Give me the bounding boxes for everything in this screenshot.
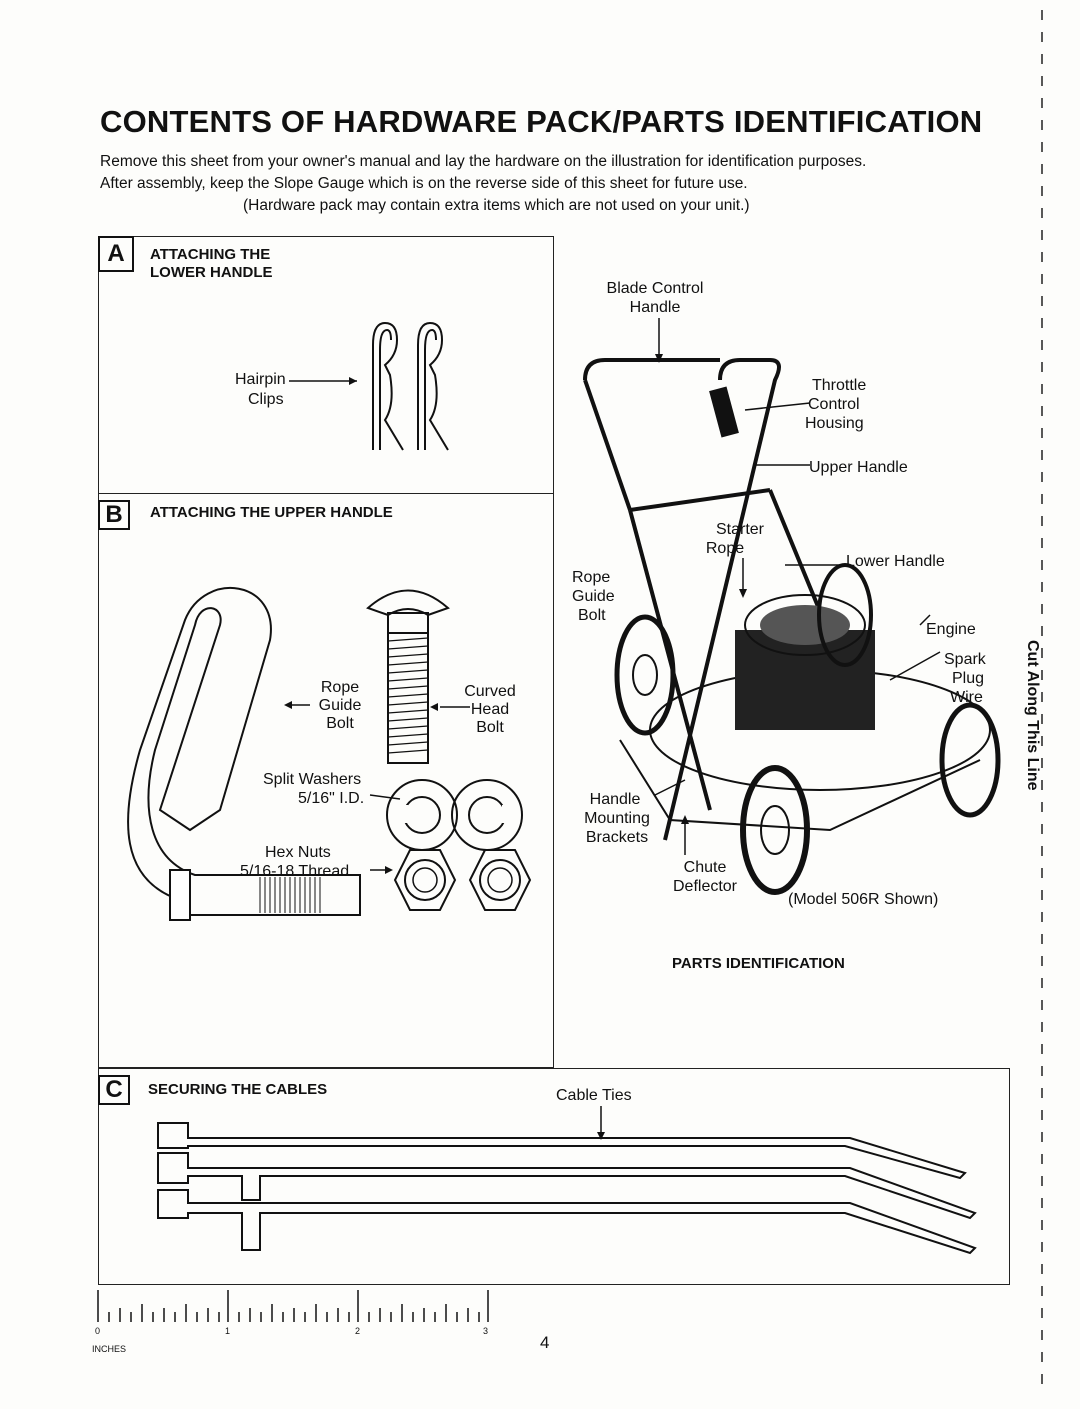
blade-control-label-2: Handle [629,299,681,316]
ruler-tick-2: 2 [355,1326,361,1336]
intro-line-3: (Hardware pack may contain extra items w… [243,197,750,214]
starter-label-1: Starter [715,521,764,538]
hex-nuts-illustration [370,849,532,911]
section-a-letter: A [98,236,134,272]
throttle-label-2: Control [808,396,860,413]
hex-nuts-label: Hex Nuts [265,844,331,861]
cable-ties-illustration [157,1122,977,1255]
b-head-label: Head [470,701,510,718]
ruler-unit-label: INCHES [92,1344,127,1354]
parts-identification-heading: PARTS IDENTIFICATION [672,955,845,972]
section-c-letter: C [98,1075,130,1105]
brackets-label-2: Mounting [584,810,650,827]
cut-line-label: Cut Along This Line [1024,640,1041,791]
b-guide-label: Guide [318,697,362,714]
b-bolt2-label: Bolt [476,719,504,736]
rope-guide-label-3: Bolt [578,607,606,624]
section-b-letter: B [98,500,130,530]
chute-label-2: Deflector [672,878,738,895]
spark-label-1: Spark [944,651,986,668]
rope-guide-bolt-illustration [127,586,361,921]
engine-label: Engine [926,621,976,638]
ruler-tick-1: 1 [225,1326,231,1336]
ruler-tick-0: 0 [95,1326,101,1336]
hairpin-clip-1 [372,321,404,451]
blade-control-arrow [655,318,663,363]
split-washers-illustration [369,779,523,851]
hairpin-clips-illustration [289,321,449,451]
inch-ruler [97,1290,489,1322]
chute-label-1: Chute [683,859,727,876]
section-b-title: ATTACHING THE UPPER HANDLE [150,504,393,521]
section-a-title-2: LOWER HANDLE [150,264,273,281]
split-washers-size: 5/16" I.D. [298,790,365,807]
lawn-mower-illustration [583,358,1001,895]
handle-brackets-arrow [681,815,689,855]
spark-label-3: Wire [950,689,983,706]
intro-line-1: Remove this sheet from your owner's manu… [100,153,867,170]
cable-tie-1 [157,1122,967,1180]
clips-label: Clips [248,391,284,408]
b-rope-label: Rope [320,679,360,696]
cut-line [1041,10,1043,1390]
upper-handle-label: Upper Handle [809,459,908,476]
brackets-label-1: Handle [589,791,641,808]
throttle-label-1: Throttle [812,377,867,394]
page-number: 4 [540,1333,550,1352]
cable-ties-label: Cable Ties [556,1087,632,1104]
throttle-label-3: Housing [805,415,864,432]
model-note: (Model 506R Shown) [788,891,939,908]
hex-nuts-thread: 5/16-18 Thread [240,863,350,880]
brackets-label-3: Brackets [585,829,649,846]
curved-head-bolt-illustration [366,589,450,764]
blade-control-label-1: Blade Control [606,280,704,297]
section-c-title: SECURING THE CABLES [148,1081,328,1098]
b-curved-label: Curved [464,683,516,700]
cable-tie-2 [157,1152,977,1220]
ruler-tick-3: 3 [483,1326,489,1336]
rope-guide-label-2: Guide [572,588,615,605]
cable-tie-3 [157,1189,977,1255]
rope-guide-label-1: Rope [572,569,611,586]
section-c-box [98,1068,1010,1285]
split-washers-label: Split Washers [263,771,362,788]
hairpin-label: Hairpin [235,371,286,388]
section-a-box [98,236,554,494]
section-a-title-1: ATTACHING THE [150,246,271,263]
spark-label-2: Plug [952,670,985,687]
hairpin-clip-2 [417,321,449,451]
lower-handle-label: Lower Handle [846,553,945,570]
b-label-arrows [284,701,470,711]
b-bolt-label: Bolt [326,715,354,732]
cable-ties-arrow [597,1106,605,1140]
starter-rope-arrow [739,558,747,598]
page-title: CONTENTS OF HARDWARE PACK/PARTS IDENTIFI… [100,104,983,139]
intro-line-2: After assembly, keep the Slope Gauge whi… [100,175,748,192]
section-b-box [98,493,554,1068]
starter-label-2: Rope [705,540,745,557]
